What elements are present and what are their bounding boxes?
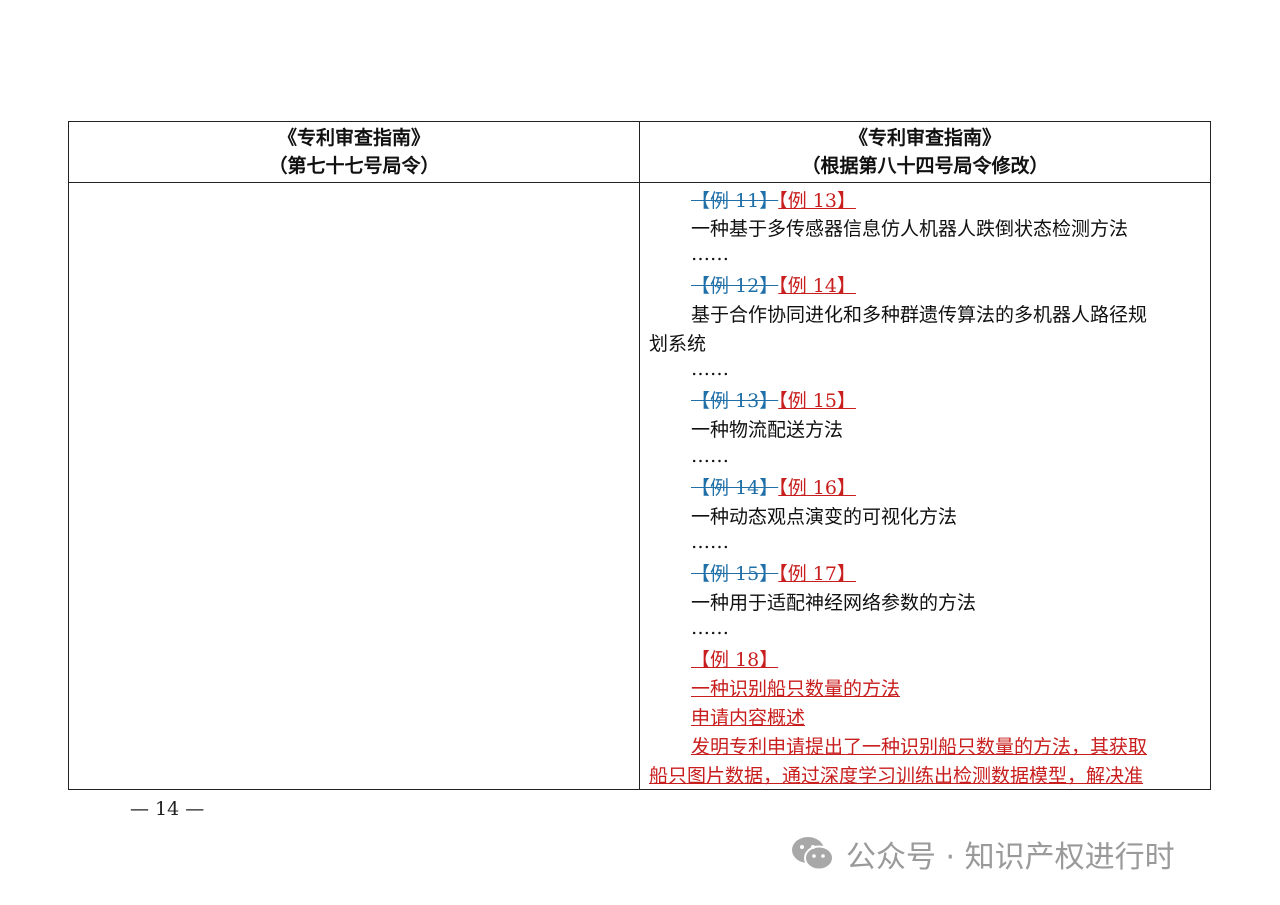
example-ref-line: 【例 18】	[649, 645, 1204, 672]
column-divider	[639, 122, 640, 789]
ellipsis: ……	[691, 243, 729, 265]
header-right-title: 《专利审查指南》	[848, 127, 1001, 149]
added-example-title: 一种识别船只数量的方法	[691, 678, 901, 700]
header-left-title: 《专利审查指南》	[277, 127, 430, 149]
added-paragraph-line: 船只图片数据，通过深度学习训练出检测数据模型，解决准	[649, 761, 1204, 788]
header-left-subtitle: （第七十七号局令）	[268, 155, 440, 177]
added-example-number: 【例 16】	[778, 477, 856, 499]
added-example-number: 【例 15】	[778, 390, 856, 412]
watermark-text: 公众号 · 知识产权进行时	[846, 840, 1175, 875]
deleted-example-number: 【例 12】	[691, 275, 779, 297]
comparison-table: 《专利审查指南》 （第七十七号局令） 《专利审查指南》 （根据第八十四号局令修改…	[68, 121, 1211, 790]
example-ref-line: 【例 15】【例 17】	[649, 559, 1204, 586]
added-section-heading: 申请内容概述	[691, 707, 806, 729]
example-title: 基于合作协同进化和多种群遗传算法的多机器人路径规	[691, 304, 1148, 326]
watermark: 公众号 · 知识产权进行时	[790, 832, 1175, 876]
example-title: 一种动态观点演变的可视化方法	[691, 506, 958, 528]
example-ref-line: 【例 14】【例 16】	[649, 473, 1204, 500]
added-paragraph-text: 发明专利申请提出了一种识别船只数量的方法，其获取	[691, 736, 1148, 758]
header-right: 《专利审查指南》 （根据第八十四号局令修改）	[640, 122, 1210, 182]
example-ref-line: 【例 13】【例 15】	[649, 386, 1204, 413]
example-title-continuation: 划系统	[649, 333, 707, 355]
added-paragraph-text: 船只图片数据，通过深度学习训练出检测数据模型，解决准	[649, 765, 1144, 787]
ellipsis: ……	[691, 531, 729, 553]
added-example-number: 【例 13】	[778, 190, 856, 212]
header-left: 《专利审查指南》 （第七十七号局令）	[69, 122, 639, 182]
deleted-example-number: 【例 15】	[691, 563, 779, 585]
ellipsis: ……	[691, 358, 729, 380]
wechat-icon	[792, 837, 834, 871]
deleted-example-number: 【例 14】	[691, 477, 779, 499]
example-title: 一种物流配送方法	[691, 419, 844, 441]
deleted-example-number: 【例 11】	[691, 190, 779, 212]
example-ref-line: 【例 11】【例 13】	[649, 186, 1204, 213]
ellipsis: ……	[691, 617, 729, 639]
header-right-subtitle: （根据第八十四号局令修改）	[801, 155, 1049, 177]
added-example-number: 【例 17】	[778, 563, 856, 585]
example-title: 一种基于多传感器信息仿人机器人跌倒状态检测方法	[691, 218, 1129, 240]
example-title: 一种用于适配神经网络参数的方法	[691, 592, 977, 614]
example-ref-line: 【例 12】【例 14】	[649, 271, 1204, 298]
header-divider	[69, 182, 1210, 183]
added-paragraph-line: 发明专利申请提出了一种识别船只数量的方法，其获取	[649, 732, 1204, 759]
deleted-example-number: 【例 13】	[691, 390, 779, 412]
page-number: — 14 —	[130, 798, 205, 820]
added-example-number: 【例 14】	[778, 275, 856, 297]
right-column-content: 【例 11】【例 13】 一种基于多传感器信息仿人机器人跌倒状态检测方法 …… …	[649, 184, 1204, 788]
ellipsis: ……	[691, 445, 729, 467]
added-example-number: 【例 18】	[691, 649, 779, 671]
